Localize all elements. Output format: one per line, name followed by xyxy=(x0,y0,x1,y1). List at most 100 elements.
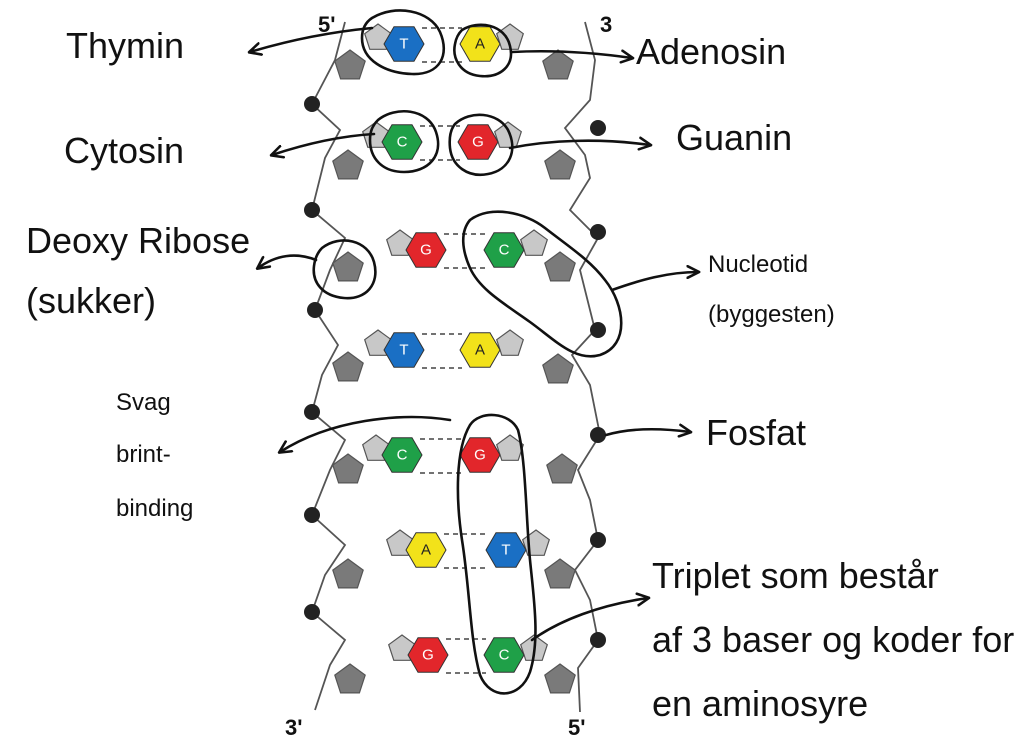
phosphate xyxy=(590,224,606,240)
phosphate xyxy=(590,632,606,648)
deoxyribose-sugar xyxy=(544,663,576,694)
sugar-ring-light xyxy=(521,529,551,556)
arrow-to-cytosin xyxy=(272,132,376,155)
label-triplet-line1: Triplet som består xyxy=(652,555,939,596)
label-guanin: Guanin xyxy=(676,117,792,158)
arrow-to-nucleotid xyxy=(610,272,698,292)
base-letter: G xyxy=(474,447,486,464)
base-pair-group: T A C G G C T A C G A T G C xyxy=(381,26,527,674)
label-nucleotid: Nucleotid xyxy=(708,251,808,278)
base-letter: G xyxy=(422,647,434,664)
label-cytosin: Cytosin xyxy=(64,130,184,171)
base-letter: C xyxy=(397,447,408,464)
deoxyribose-sugar xyxy=(334,49,366,80)
base-letter: T xyxy=(399,342,408,359)
deoxyribose-sugar xyxy=(332,351,364,382)
sugar-ring-light xyxy=(519,229,549,256)
annotation-arrows xyxy=(250,26,698,642)
phosphate xyxy=(590,427,606,443)
base-C xyxy=(483,637,525,673)
phosphate xyxy=(590,120,606,136)
deoxyribose-sugar xyxy=(332,453,364,484)
deoxyribose-sugar xyxy=(542,353,574,384)
hydrogen-bond xyxy=(422,27,462,63)
arrow-to-thymin xyxy=(250,26,374,52)
phosphate xyxy=(304,202,320,218)
base-G xyxy=(405,232,447,268)
phosphate xyxy=(304,404,320,420)
right-backbone xyxy=(563,21,601,713)
guanin-circle xyxy=(448,113,514,177)
hydrogen-bond xyxy=(422,333,462,369)
phosphate xyxy=(304,96,320,112)
base-letter: C xyxy=(499,242,510,259)
base-C xyxy=(381,437,423,473)
label-byggesten: (byggesten) xyxy=(708,301,835,328)
base-G xyxy=(407,637,449,673)
hydrogen-bond xyxy=(444,233,486,269)
base-letter: A xyxy=(421,542,431,559)
label-adenosin: Adenosin xyxy=(636,31,786,72)
strand-end-bottom-left: 3' xyxy=(285,715,302,740)
thymin-circle xyxy=(360,9,446,76)
phosphate xyxy=(304,507,320,523)
base-T xyxy=(383,26,425,62)
deoxyribose-sugar xyxy=(332,251,364,282)
deoxyribose-sugar xyxy=(546,453,578,484)
arrow-to-adenosin xyxy=(510,51,632,58)
triplet-outline xyxy=(456,413,537,695)
hydrogen-bond xyxy=(446,638,486,674)
base-letter: A xyxy=(475,342,485,359)
deoxyribose-sugar xyxy=(332,149,364,180)
base-C xyxy=(381,124,423,160)
label-triplet-line2: af 3 baser og koder for xyxy=(652,619,1014,660)
deoxyribose-sugar xyxy=(544,251,576,282)
arrow-to-svag-brintbinding xyxy=(280,415,452,452)
base-T xyxy=(485,532,527,568)
label-thymin: Thymin xyxy=(66,25,184,66)
deoxyribose-sugar xyxy=(334,663,366,694)
base-letter: C xyxy=(397,134,408,151)
strand-end-top-right: 3 xyxy=(600,12,612,37)
label-fosfat: Fosfat xyxy=(706,412,806,453)
base-letter: C xyxy=(499,647,510,664)
base-letter: G xyxy=(420,242,432,259)
deoxyribose-sugar xyxy=(544,149,576,180)
base-G xyxy=(457,124,499,160)
label-triplet-line3: en aminosyre xyxy=(652,683,868,724)
base-letter: G xyxy=(472,134,484,151)
sugar-ring-light xyxy=(495,329,525,356)
hydrogen-bond xyxy=(420,438,462,474)
phosphate xyxy=(590,532,606,548)
base-letter: T xyxy=(399,36,408,53)
base-letter: T xyxy=(501,542,510,559)
strand-end-bottom-right: 5' xyxy=(568,715,585,740)
phosphate xyxy=(590,322,606,338)
base-T xyxy=(383,332,425,368)
arrow-to-triplet xyxy=(530,598,648,642)
arrow-to-fosfat xyxy=(604,429,690,435)
label-binding: binding xyxy=(116,495,193,522)
deoxyribose-sugar xyxy=(332,558,364,589)
phosphate xyxy=(307,302,323,318)
base-C xyxy=(483,232,525,268)
arrow-to-guanin xyxy=(508,141,650,148)
phosphate xyxy=(304,604,320,620)
strand-end-top-left: 5' xyxy=(318,12,335,37)
nucleotid-outline xyxy=(461,210,623,358)
base-A xyxy=(459,332,501,368)
labels: Thymin Adenosin Cytosin Guanin Deoxy Rib… xyxy=(26,25,1014,724)
base-letter: A xyxy=(475,36,485,53)
adenosin-circle xyxy=(453,23,513,78)
label-brint: brint- xyxy=(116,441,171,468)
label-svag: Svag xyxy=(116,389,171,416)
hydrogen-bond xyxy=(420,125,460,161)
phosphate-group xyxy=(304,96,606,648)
base-A xyxy=(405,532,447,568)
sugar-ring-light xyxy=(493,121,523,148)
label-sukker: (sukker) xyxy=(26,280,156,321)
deoxyribose-sugar xyxy=(542,49,574,80)
label-deoxy-ribose: Deoxy Ribose xyxy=(26,220,250,261)
arrow-to-deoxy-ribose xyxy=(258,254,318,268)
